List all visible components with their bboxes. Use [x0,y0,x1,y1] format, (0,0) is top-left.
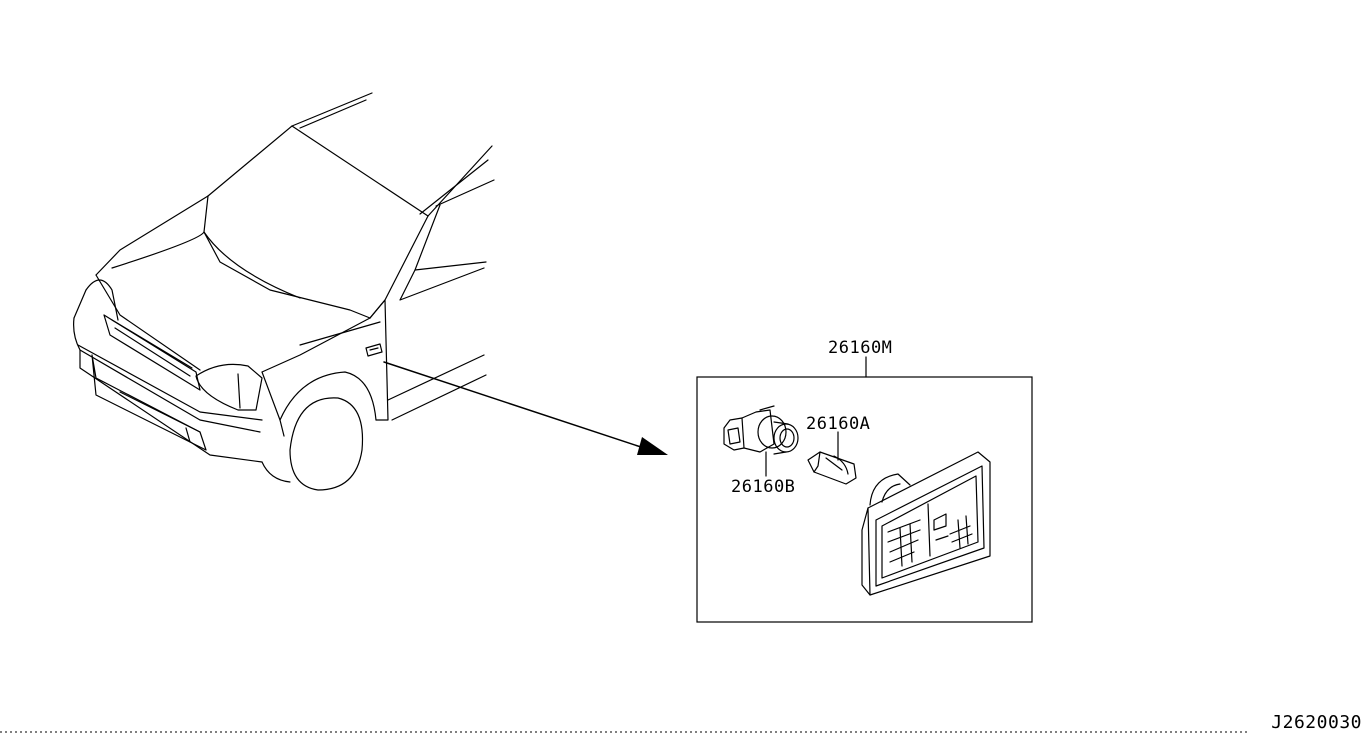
detail-box [696,376,1033,623]
part-label-26160M: 26160M [828,338,893,358]
part-label-26160B: 26160B [731,477,796,497]
bulb-socket-icon [723,405,799,455]
part-label-26160A: 26160A [806,414,871,434]
vehicle-outline-icon [73,92,495,491]
location-arrow [383,361,668,455]
side-marker-lamp-icon [861,451,991,596]
figure-code: J2620030 [1271,712,1362,733]
wedge-bulb-icon [807,451,857,485]
